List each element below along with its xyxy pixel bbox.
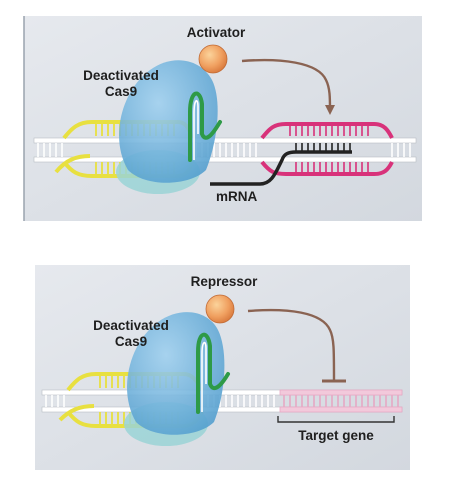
repression-arrow	[247, 308, 336, 381]
repression-panel	[35, 265, 410, 470]
mrna-strand	[210, 143, 352, 186]
target-gene-label: Target gene	[298, 428, 374, 443]
dcas9-label-line2: Cas9	[114, 334, 148, 349]
guide-rna	[188, 91, 222, 162]
activator-label: Activator	[186, 25, 246, 40]
dcas9-label-line1: Deactivated	[93, 318, 169, 333]
activated-gene	[260, 122, 394, 176]
repressor-icon	[205, 294, 235, 324]
activation-panel	[23, 16, 422, 221]
guide-rna	[196, 332, 230, 414]
mrna-label: mRNA	[216, 189, 258, 204]
activation-arrow	[241, 58, 335, 115]
repressed-gene	[279, 389, 403, 413]
dcas9-label-line2: Cas9	[104, 84, 138, 99]
dcas9-protein	[116, 60, 218, 194]
dcas9-label-line1: Deactivated	[83, 68, 159, 83]
target-gene-bracket	[277, 416, 395, 423]
repressor-label: Repressor	[190, 274, 258, 289]
activator-icon	[198, 44, 228, 74]
